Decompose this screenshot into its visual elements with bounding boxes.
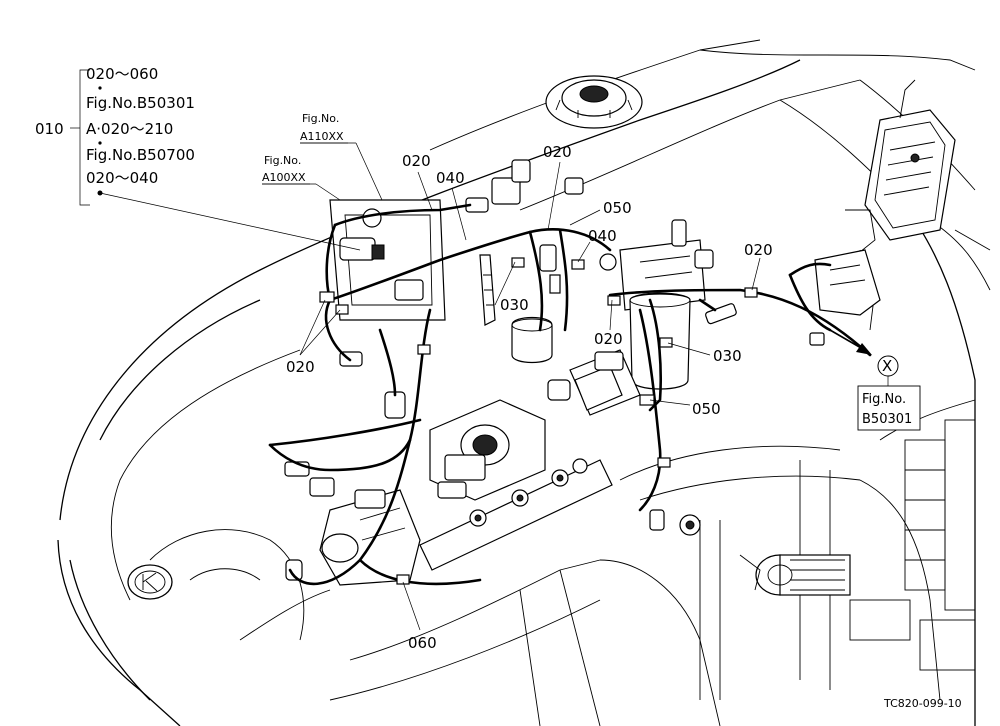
part-label-040: 040 (588, 227, 617, 245)
ref-dot-1 (98, 86, 102, 90)
ref-line-4: Fig.No.B50700 (86, 146, 195, 164)
part-label-020: 020 (594, 330, 623, 348)
circle-x-label: X (882, 357, 892, 375)
fig-b50301-box (857, 385, 921, 431)
arrow-head (856, 343, 872, 355)
part-label-020: 020 (286, 358, 315, 376)
ref-dot-2 (98, 141, 102, 145)
fig-a100-label-1: Fig.No. (264, 154, 301, 167)
ref-line-5: 020～040 (86, 169, 158, 187)
part-label-020: 020 (402, 152, 431, 170)
ref-line-3: A·020～210 (86, 120, 173, 138)
fig-b50301-label-1: Fig.No. (862, 392, 906, 407)
fig-a110-label-1: Fig.No. (302, 112, 339, 125)
machine-outline (57, 39, 991, 726)
part-label-040: 040 (436, 169, 465, 187)
ref-line-1: 020～060 (86, 65, 158, 83)
fig-a100-label-2: A100XX (262, 171, 306, 184)
fig-b50301-label-2: B50301 (862, 412, 912, 427)
wire-harness (268, 203, 872, 586)
part-label-030: 030 (713, 347, 742, 365)
main-ref-label: 010 (35, 120, 64, 138)
part-label-030: 030 (500, 296, 529, 314)
part-label-020: 020 (543, 143, 572, 161)
leader-lines (70, 69, 921, 631)
drawing-code: TC820-099-10 (883, 697, 962, 710)
part-label-060: 060 (408, 634, 437, 652)
callout-labels: 010 020～060 Fig.No.B50301 A·020～210 Fig.… (35, 65, 962, 710)
ref-line-2: Fig.No.B50301 (86, 94, 195, 112)
engine-components (284, 159, 825, 586)
part-label-050: 050 (603, 199, 632, 217)
part-label-020: 020 (744, 241, 773, 259)
part-label-050: 050 (692, 400, 721, 418)
circle-x-marker (877, 355, 899, 377)
fig-a110-label-2: A110XX (300, 130, 344, 143)
